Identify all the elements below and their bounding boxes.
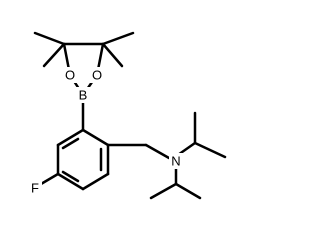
fluorine-label: F [31, 181, 39, 196]
bond-ring-c4-c5 [56, 172, 85, 191]
bond-ring-c3-c4 [81, 172, 110, 191]
bond-isopropyl-lower-methyl-left [149, 182, 178, 200]
bond-ring-fluorine [39, 172, 60, 186]
oxygen-left-label-background [63, 67, 77, 83]
bond-isopropyl-upper-methyl-right [193, 141, 227, 159]
bond-c1-methyl-upper-left [33, 31, 66, 46]
bond-ring-c1-c2 [81, 128, 110, 147]
nitrogen-label-background [169, 153, 183, 169]
bond-c1-methyl-lower-left [42, 42, 66, 68]
oxygen-left-label: O [65, 68, 75, 83]
boron-label-background [76, 87, 90, 103]
bond-ch2-nitrogen [144, 143, 171, 160]
bond-c2-methyl-upper-right [101, 31, 135, 46]
fluorine-label-background [29, 180, 42, 196]
boron-label: B [79, 88, 88, 103]
molecule-structure: O O B N F [29, 31, 227, 200]
bond-ring-c6-c1 [56, 128, 85, 147]
oxygen-right-label-background [90, 67, 104, 83]
bond-ring-double-bottom [61, 170, 80, 183]
nitrogen-label: N [171, 154, 180, 169]
bond-isopropyl-lower-methyl-right [174, 182, 202, 200]
bond-ring-double-left [61, 137, 80, 150]
bond-c2-methyl-lower-right [101, 42, 124, 68]
oxygen-right-label: O [92, 68, 102, 83]
